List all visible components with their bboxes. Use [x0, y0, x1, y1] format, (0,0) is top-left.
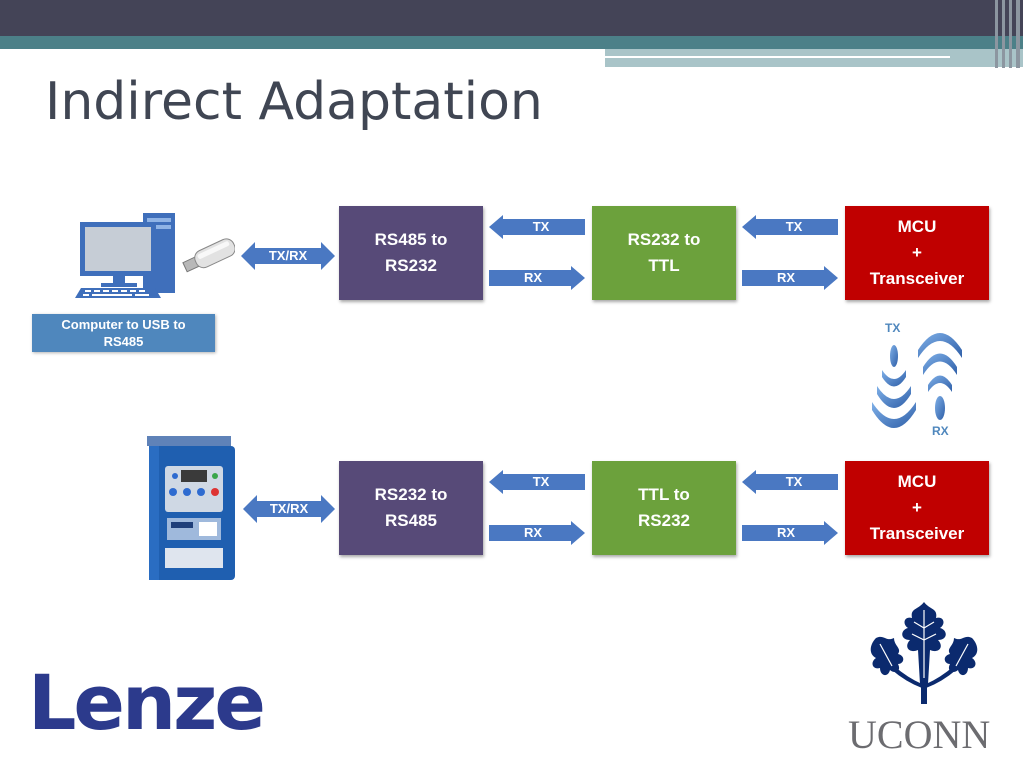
txrx-arrow-row1: TX/RX	[241, 242, 335, 270]
caption-line-1: Computer to USB to	[61, 317, 186, 332]
tx-label: TX	[532, 474, 550, 489]
wireless-signal-icon	[872, 333, 962, 428]
txrx-label-row2: TX/RX	[269, 501, 309, 516]
lenze-drive-icon	[147, 436, 235, 580]
box-line-1: RS232 to	[374, 485, 448, 504]
lenze-logo: Lenze	[28, 658, 266, 747]
rx-arrow-row1-a: RX	[489, 266, 585, 290]
rx-label: RX	[523, 525, 543, 540]
computer-caption: Computer to USB to RS485	[32, 314, 215, 352]
caption-line-2: RS485	[103, 334, 144, 349]
slide-title: Indirect Adaptation	[45, 72, 543, 132]
tx-arrow-row2-a: TX	[489, 470, 585, 494]
box-line-1: RS485 to	[374, 230, 448, 249]
txrx-arrow-row2: TX/RX	[243, 495, 335, 523]
rx-label: RX	[776, 525, 796, 540]
header-divider-line	[605, 56, 950, 58]
box-rs485-to-rs232: RS485 to RS232	[339, 206, 483, 300]
mcu-line-3: Transceiver	[869, 524, 965, 543]
box-mcu-transceiver-row2: MCU + Transceiver	[845, 461, 989, 555]
tx-label: TX	[532, 219, 550, 234]
header-accent-bar	[0, 36, 1023, 49]
box-ttl-to-rs232: TTL to RS232	[592, 461, 736, 555]
box-line-2: RS232	[638, 511, 690, 530]
wireless-rx-label: RX	[932, 424, 949, 438]
box-rs232-to-rs485: RS232 to RS485	[339, 461, 483, 555]
box-line-2: TTL	[648, 256, 680, 275]
uconn-wordmark: UCONN	[848, 712, 991, 757]
mcu-line-1: MCU	[897, 217, 937, 236]
tx-arrow-row1-b: TX	[742, 215, 838, 239]
tx-label: TX	[785, 474, 803, 489]
mcu-line-2: +	[912, 498, 922, 517]
rx-label: RX	[523, 270, 543, 285]
box-line-2: RS485	[385, 511, 437, 530]
rx-arrow-row1-b: RX	[742, 266, 838, 290]
txrx-label-row1: TX/RX	[268, 248, 308, 263]
box-rs232-to-ttl: RS232 to TTL	[592, 206, 736, 300]
rx-arrow-row2-a: RX	[489, 521, 585, 545]
tx-label: TX	[785, 219, 803, 234]
box-line-1: TTL to	[638, 485, 690, 504]
header-edge-stripes	[993, 0, 1023, 68]
mcu-line-2: +	[912, 243, 922, 262]
mcu-line-1: MCU	[897, 472, 937, 491]
tx-arrow-row1-a: TX	[489, 215, 585, 239]
computer-icon	[75, 213, 235, 298]
tx-arrow-row2-b: TX	[742, 470, 838, 494]
box-mcu-transceiver-row1: MCU + Transceiver	[845, 206, 989, 300]
header-bar	[0, 0, 1023, 36]
uconn-oak-leaf-icon	[870, 602, 978, 704]
wireless-tx-label: TX	[885, 321, 901, 335]
mcu-line-3: Transceiver	[869, 269, 965, 288]
rx-label: RX	[776, 270, 796, 285]
rx-arrow-row2-b: RX	[742, 521, 838, 545]
box-line-2: RS232	[385, 256, 437, 275]
box-line-1: RS232 to	[627, 230, 701, 249]
header-accent-strip	[605, 49, 1023, 67]
